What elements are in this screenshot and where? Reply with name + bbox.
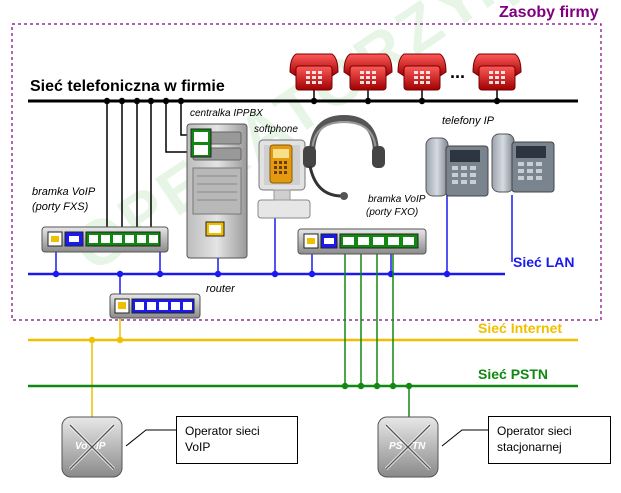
ippbx-server-icon	[186, 123, 248, 259]
softphone-computer-icon	[257, 139, 311, 219]
company-frame	[11, 23, 602, 321]
voip-operator-callout: Operator sieci VoIP	[176, 416, 298, 464]
red-phone-4-icon	[472, 53, 522, 91]
ip-phones-label: telefony IP	[442, 115, 494, 127]
fxo-gateway-label-line2: (porty FXO)	[366, 207, 419, 218]
headset-icon	[303, 114, 385, 200]
voip-gateway-fxs-icon	[41, 226, 169, 253]
pstn-operator-line2: stacjonarnej	[497, 440, 562, 454]
pstn-operator-callout: Operator sieci stacjonarnej	[488, 416, 611, 464]
pstn-label: Sieć PSTN	[478, 366, 549, 382]
pstn-drops	[344, 254, 410, 418]
fxs-gateway-label-line2: (porty FXS)	[32, 201, 89, 213]
pstn-operator-line1: Operator sieci	[497, 424, 572, 438]
lan-label: Sieć LAN	[513, 254, 575, 270]
red-phone-1-icon	[289, 53, 339, 91]
voip-switch-left-text: Vo	[75, 441, 88, 452]
pstn-junctions	[341, 382, 413, 390]
internet-label: Sieć Internet	[478, 320, 563, 336]
pstn-operator-switch-icon	[377, 416, 439, 478]
pstn-switch-left-text: PS	[389, 441, 403, 452]
voip-gateway-fxo-icon	[297, 228, 427, 255]
fxo-gateway-label-line1: bramka VoIP	[368, 194, 426, 205]
voip-operator-line2: VoIP	[185, 440, 211, 454]
voip-operator-switch-icon	[61, 416, 123, 478]
pbx-label: centralka IPPBX	[190, 108, 263, 119]
voip-switch-right-text: IP	[96, 441, 106, 452]
router-icon	[109, 293, 201, 319]
lan-drops	[55, 195, 513, 298]
internet-junctions	[88, 336, 124, 344]
pstn-switch-right-text: TN	[412, 441, 426, 452]
callout-pointers	[125, 429, 488, 447]
red-phone-2-icon	[343, 53, 393, 91]
voip-operator-line1: Operator sieci	[185, 424, 260, 438]
lan-junctions	[52, 270, 451, 278]
softphone-label: softphone	[254, 124, 298, 135]
internet-drops	[91, 318, 121, 418]
red-phone-3-icon	[397, 53, 447, 91]
router-label: router	[206, 283, 235, 295]
fxs-phone-lines	[106, 101, 196, 232]
phone-network-label: Sieć telefoniczna w firmie	[30, 78, 225, 95]
company-resources-title: Zasoby firmy	[499, 4, 599, 21]
ip-phone-2-icon	[491, 133, 555, 193]
ip-phone-1-icon	[425, 137, 489, 197]
more-phones-ellipsis: ...	[450, 62, 466, 82]
fxs-gateway-label-line1: bramka VoIP	[32, 186, 96, 198]
